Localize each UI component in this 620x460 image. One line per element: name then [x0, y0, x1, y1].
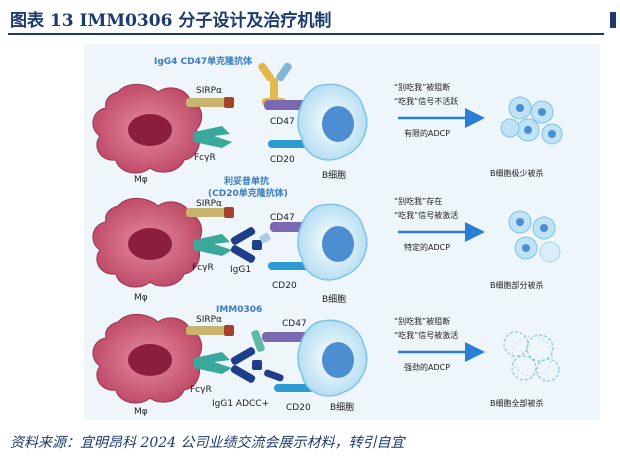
- adcp-label-2: 特定的ADCP: [404, 242, 450, 252]
- macrophage-nucleus: [128, 344, 172, 376]
- cd47-label-3: CD47: [282, 319, 307, 329]
- cd47-receptor: [262, 332, 312, 342]
- signal-line2-2: “吃我”信号被激活: [394, 210, 458, 220]
- edge-mark: [610, 12, 616, 28]
- sirpa-tip: [224, 207, 234, 218]
- macrophage-nucleus: [128, 114, 172, 146]
- outcome-cells-2: [508, 210, 561, 263]
- fcgr-receptor: [194, 126, 232, 148]
- b-cell-nucleus: [322, 342, 354, 378]
- outcome-label-2: B细胞部分被杀: [490, 280, 544, 290]
- igg1-label-2: IgG1: [230, 265, 251, 275]
- cd47-label-1: CD47: [270, 117, 295, 127]
- signal-line2-3: “吃我”信号被激活: [394, 330, 458, 340]
- igg1-antibody: [230, 227, 271, 263]
- outcome-debris-3: [503, 331, 560, 382]
- bcell-label-2: B细胞: [322, 293, 346, 305]
- bcell-label-3: B细胞: [330, 401, 354, 413]
- row-1: [92, 62, 563, 174]
- sirpa-label-2: SIRPα: [196, 199, 222, 209]
- cd20-receptor: [268, 262, 312, 270]
- sirpa-label-1: SIRPα: [196, 86, 222, 96]
- sirpa-receptor: [186, 208, 230, 217]
- row-3: [92, 314, 560, 404]
- row-2: [92, 198, 561, 288]
- imm0306-fusion-protein: [230, 330, 284, 383]
- sirpa-tip: [224, 325, 234, 336]
- cd20-label-3: CD20: [286, 403, 311, 413]
- outcome-cells-1: [500, 96, 563, 145]
- mac-label-1: Mφ: [134, 175, 148, 185]
- cd47-label-2: CD47: [270, 213, 295, 223]
- sirpa-label-3: SIRPα: [196, 315, 222, 325]
- bcell-label-1: B细胞: [322, 169, 346, 181]
- outcome-label-1: B细胞极少被杀: [490, 168, 544, 178]
- sirpa-receptor: [186, 326, 230, 335]
- fcgr-receptor: [194, 352, 232, 374]
- outcome-label-3: B细胞全部被杀: [490, 398, 544, 408]
- adcp-label-3: 强劲的ADCP: [404, 362, 450, 372]
- fcgr-label-3: FcγR: [190, 385, 212, 395]
- mac-label-3: Mφ: [134, 407, 148, 417]
- mac-label-2: Mφ: [134, 293, 148, 303]
- signal-line2-1: “吃我”信号不活跃: [394, 96, 458, 106]
- cd20-receptor: [274, 384, 314, 392]
- adcp-label-1: 有限的ADCP: [404, 128, 450, 138]
- title-rule: [8, 33, 604, 35]
- cd20-label-2: CD20: [272, 281, 297, 291]
- fcgr-label-1: FcγR: [194, 153, 216, 163]
- macrophage-nucleus: [128, 228, 172, 260]
- b-cell-nucleus: [322, 226, 354, 262]
- sirpa-tip: [224, 97, 234, 108]
- drug-label-2a: 利妥昔单抗: [223, 175, 269, 187]
- source-note: 资料来源：宜明昂科 2024 公司业绩交流会展示材料，转引自宜: [10, 435, 405, 451]
- b-cell-nucleus: [322, 106, 354, 142]
- drug-label-3: IMM0306: [216, 305, 262, 315]
- fcgr-label-2: FcγR: [192, 263, 214, 273]
- igg1-label-3: IgG1 ADCC+: [212, 399, 269, 409]
- fcgr-receptor: [194, 234, 232, 256]
- figure-title: 图表 13 IMM0306 分子设计及治疗机制: [10, 11, 332, 31]
- igg4-cd47-antibody: [258, 62, 292, 106]
- drug-label-2b: (CD20单克隆抗体): [208, 187, 288, 199]
- drug-label-1: IgG4 CD47单克隆抗体: [154, 55, 253, 67]
- cd20-label-1: CD20: [270, 155, 295, 165]
- signal-line1-2: “别吃我”存在: [394, 196, 442, 206]
- signal-line1-1: “别吃我”被阻断: [394, 82, 450, 92]
- cd20-receptor: [268, 140, 312, 148]
- signal-line1-3: “别吃我”被阻断: [394, 316, 450, 326]
- sirpa-receptor: [186, 98, 230, 107]
